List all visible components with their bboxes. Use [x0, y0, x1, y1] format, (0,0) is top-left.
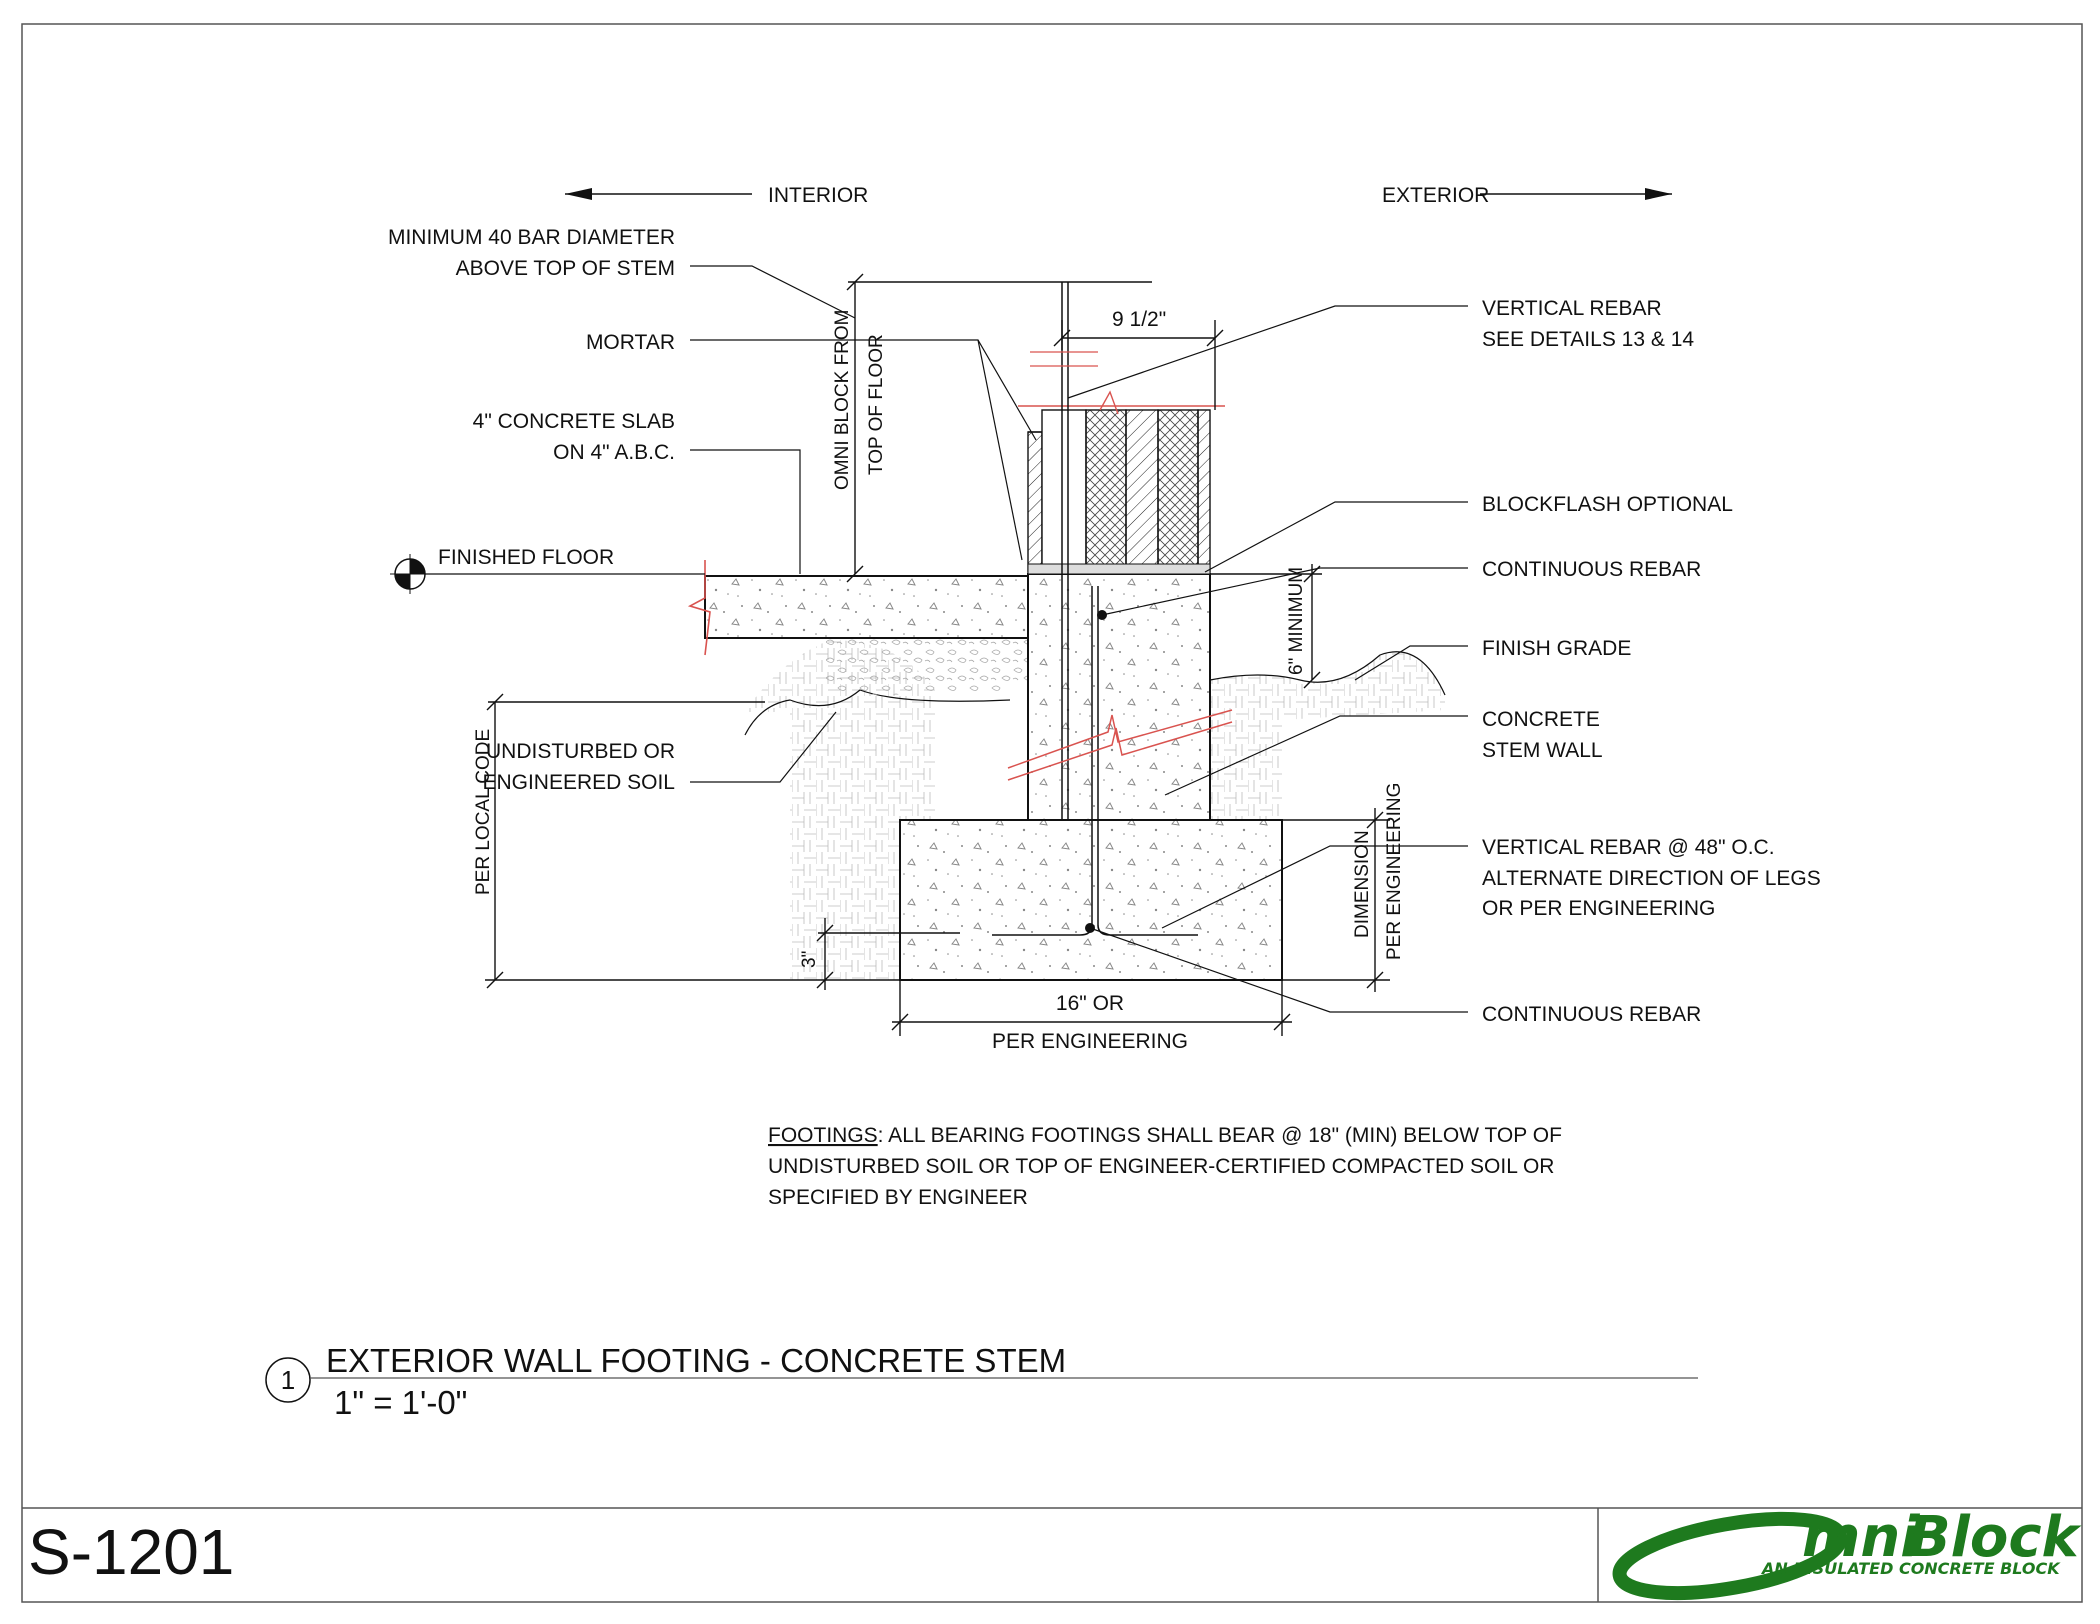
dim-6-min-label: 6" MINIMUM — [1286, 567, 1307, 675]
stem-label-2: STEM WALL — [1482, 739, 1603, 762]
exterior-label: EXTERIOR — [1382, 184, 1489, 207]
leaders-right — [1067, 305, 1468, 1013]
min-bar-label-2: ABOVE TOP OF STEM — [456, 257, 675, 280]
logo-tagline: AN INSULATED CONCRETE BLOCK — [1760, 1559, 2061, 1578]
interior-label: INTERIOR — [768, 184, 868, 207]
footing-note-line1: FOOTINGS: ALL BEARING FOOTINGS SHALL BEA… — [768, 1124, 1562, 1147]
slab-label-1: 4" CONCRETE SLAB — [473, 410, 675, 433]
soil-label-2: ENGINEERED SOIL — [482, 771, 675, 794]
concrete-footing — [899, 819, 1283, 981]
block-wall-core — [1041, 409, 1087, 573]
vr48-label-3: OR PER ENGINEERING — [1482, 897, 1715, 920]
continuous-rebar-top-label: CONTINUOUS REBAR — [1482, 558, 1701, 581]
dim-eng-label-2: PER ENGINEERING — [1384, 783, 1405, 960]
block-wall-exterior-face — [1197, 409, 1211, 573]
dim-eng-label-1: DIMENSION — [1352, 830, 1373, 938]
continuous-rebar-bottom-label: CONTINUOUS REBAR — [1482, 1003, 1701, 1026]
min-bar-label-1: MINIMUM 40 BAR DIAMETER — [388, 226, 675, 249]
concrete-slab — [704, 575, 1029, 639]
dim-3-label: 3" — [799, 951, 820, 968]
dim-16 — [891, 980, 1292, 1036]
dim-6-min — [1210, 564, 1322, 689]
detail-title: EXTERIOR WALL FOOTING - CONCRETE STEM — [326, 1342, 1066, 1379]
sheet-number: S-1201 — [28, 1516, 234, 1588]
vr48-label-1: VERTICAL REBAR @ 48" O.C. — [1482, 836, 1775, 859]
footing-note-line3: SPECIFIED BY ENGINEER — [768, 1186, 1028, 1209]
footing-note-line2: UNDISTURBED SOIL OR TOP OF ENGINEER-CERT… — [768, 1155, 1554, 1178]
vert-rebar-label-2: SEE DETAILS 13 & 14 — [1482, 328, 1694, 351]
slab-break-line — [687, 560, 711, 656]
soil-label-1: UNDISTURBED OR — [486, 740, 675, 763]
per-local-code-dimension — [485, 693, 900, 989]
block-wall-insulation-1 — [1085, 409, 1127, 573]
block-wall-interior-face — [1027, 431, 1043, 573]
finished-floor-label: FINISHED FLOOR — [438, 546, 614, 569]
finish-grade-label: FINISH GRADE — [1482, 637, 1631, 660]
exterior-soil — [1210, 651, 1445, 820]
per-local-code-label: PER LOCAL CODE — [473, 729, 494, 895]
dim-3 — [816, 918, 960, 990]
slab-label-2: ON 4" A.B.C. — [553, 441, 675, 464]
detail-number-bubble — [265, 1357, 311, 1403]
omni-from-label-2: TOP OF FLOOR — [866, 334, 887, 475]
leaders-left — [690, 265, 1037, 783]
blockflash-label: BLOCKFLASH OPTIONAL — [1482, 493, 1733, 516]
vr48-label-2: ALTERNATE DIRECTION OF LEGS — [1482, 867, 1821, 890]
dim-footing-depth — [1282, 808, 1390, 992]
block-wall-web — [1125, 409, 1159, 573]
block-wall-insulation-2 — [1157, 409, 1199, 573]
dim-16-label-1: 16" OR — [1056, 992, 1124, 1015]
abc-gravel — [826, 638, 1028, 695]
logo-swoosh-o — [1612, 1511, 1848, 1601]
interior-soil-ground — [744, 689, 1011, 736]
omniblock-logo: mni Block AN INSULATED CONCRETE BLOCK — [1612, 1505, 2083, 1601]
block-break-zigzag — [1099, 390, 1119, 415]
detail-number: 1 — [281, 1365, 295, 1395]
finish-grade-line — [1209, 651, 1446, 696]
dim-16-label-2: PER ENGINEERING — [992, 1030, 1188, 1053]
level-marker-icon — [390, 554, 430, 594]
stem-break-line-2 — [1007, 721, 1233, 781]
interior-soil — [745, 640, 935, 980]
mortar-bed — [1027, 563, 1211, 575]
footing-note-heading: FOOTINGS — [768, 1124, 878, 1147]
dim-9-5-label: 9 1/2" — [1112, 308, 1166, 331]
stem-label-1: CONCRETE — [1482, 708, 1600, 731]
mortar-label: MORTAR — [586, 331, 675, 354]
sheet-border — [21, 23, 2083, 1603]
detail-scale: 1" = 1'-0" — [334, 1384, 467, 1421]
logo-word-1: mni — [1802, 1505, 1920, 1570]
stem-break-line — [1007, 709, 1233, 769]
omni-block-dimension — [846, 273, 1152, 583]
dim-9-5 — [1053, 320, 1224, 410]
vert-rebar-label-1: VERTICAL REBAR — [1482, 297, 1662, 320]
logo-word-2: Block — [1908, 1505, 2083, 1570]
omni-from-label-1: OMNI BLOCK FROM — [832, 309, 853, 490]
footing-note-text1: : ALL BEARING FOOTINGS SHALL BEAR @ 18" … — [878, 1124, 1562, 1147]
